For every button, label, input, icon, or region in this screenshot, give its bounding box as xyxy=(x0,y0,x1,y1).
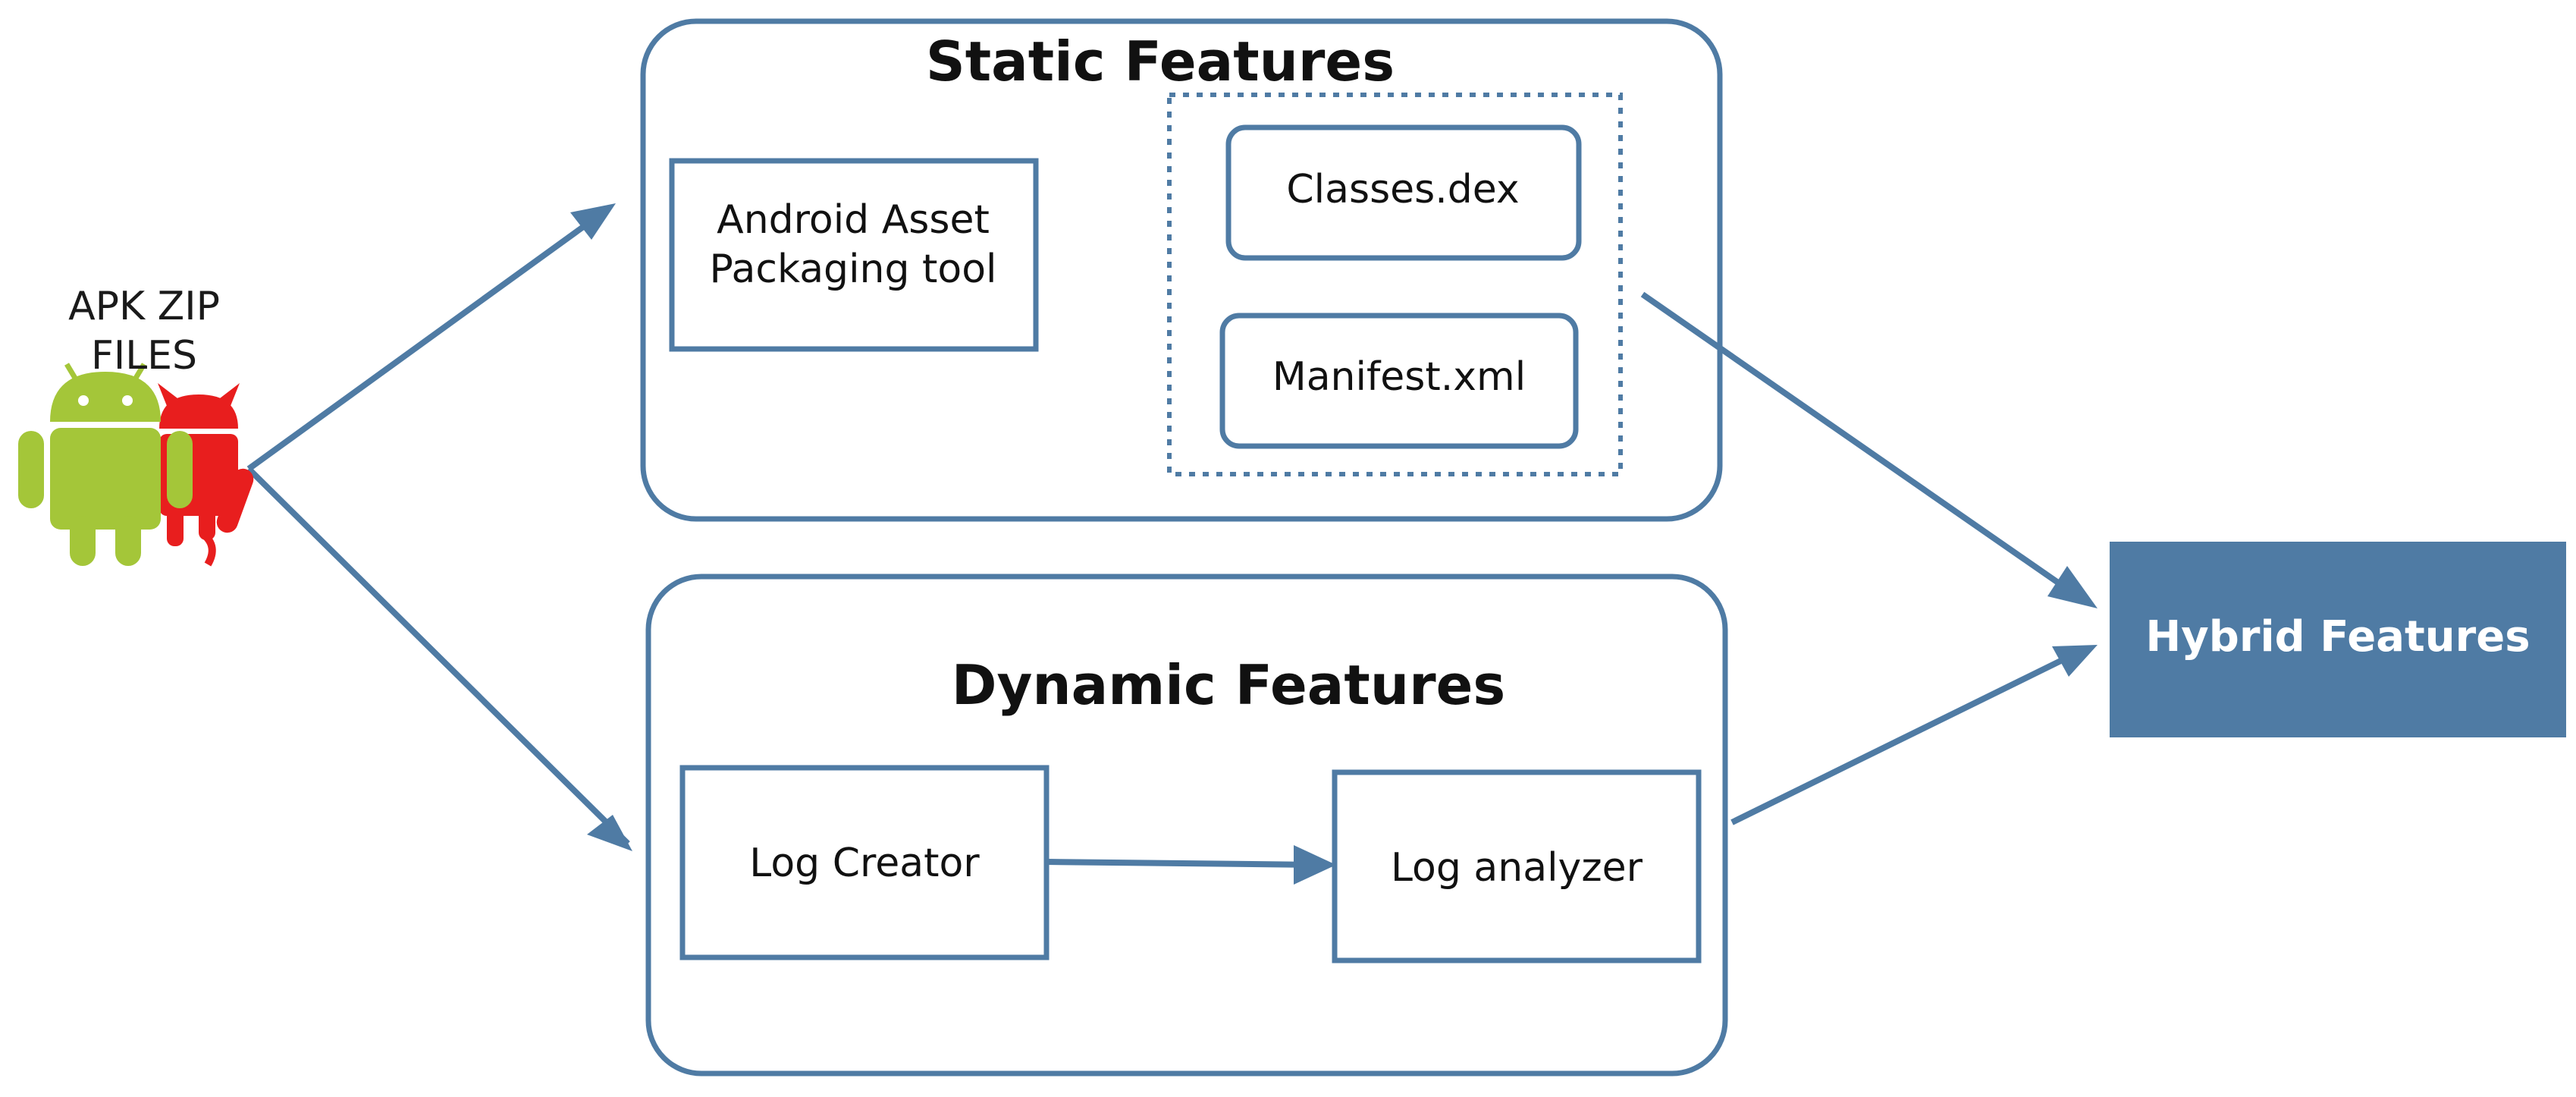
arrow-logcreator-to-loganalyzer xyxy=(1046,859,1319,868)
aapt-box xyxy=(669,158,1039,352)
log-analyzer-box xyxy=(1332,769,1702,963)
arrow-dynamic-to-hybrid xyxy=(1730,649,2079,825)
static-features-container xyxy=(640,18,1723,522)
dynamic-features-container xyxy=(645,574,1728,1077)
arrow-apk-to-static xyxy=(246,220,591,472)
arrowhead-static xyxy=(570,203,616,240)
log-creator-label: Log Creator xyxy=(749,841,980,886)
arrowhead-hybrid-bottom xyxy=(2052,645,2098,677)
android-robot-icon xyxy=(18,363,193,566)
arrow-static-to-hybrid xyxy=(1640,291,2080,599)
arrowhead-dynamic xyxy=(587,815,632,851)
static-features-title: Static Features xyxy=(925,30,1395,93)
hybrid-features-box xyxy=(2110,542,2566,737)
arrowhead-hybrid-top xyxy=(2047,566,2098,608)
arrow-apk-to-dynamic xyxy=(246,467,630,846)
arrowhead-loganalyzer xyxy=(1294,845,1336,885)
log-analyzer-label: Log analyzer xyxy=(1391,845,1643,891)
hybrid-features-label: Hybrid Features xyxy=(2145,612,2531,662)
classes-dex-label: Classes.dex xyxy=(1286,167,1520,212)
dynamic-features-title: Dynamic Features xyxy=(951,653,1506,717)
manifest-xml-label: Manifest.xml xyxy=(1272,354,1526,400)
apk-zip-files-label: APK ZIP FILES xyxy=(68,284,220,379)
manifest-xml-box xyxy=(1219,313,1579,449)
red-devil-android-icon xyxy=(158,383,254,567)
dex-manifest-group xyxy=(1167,93,1623,476)
classes-dex-box xyxy=(1225,124,1582,261)
aapt-label: Android Asset Packaging tool xyxy=(709,197,997,292)
